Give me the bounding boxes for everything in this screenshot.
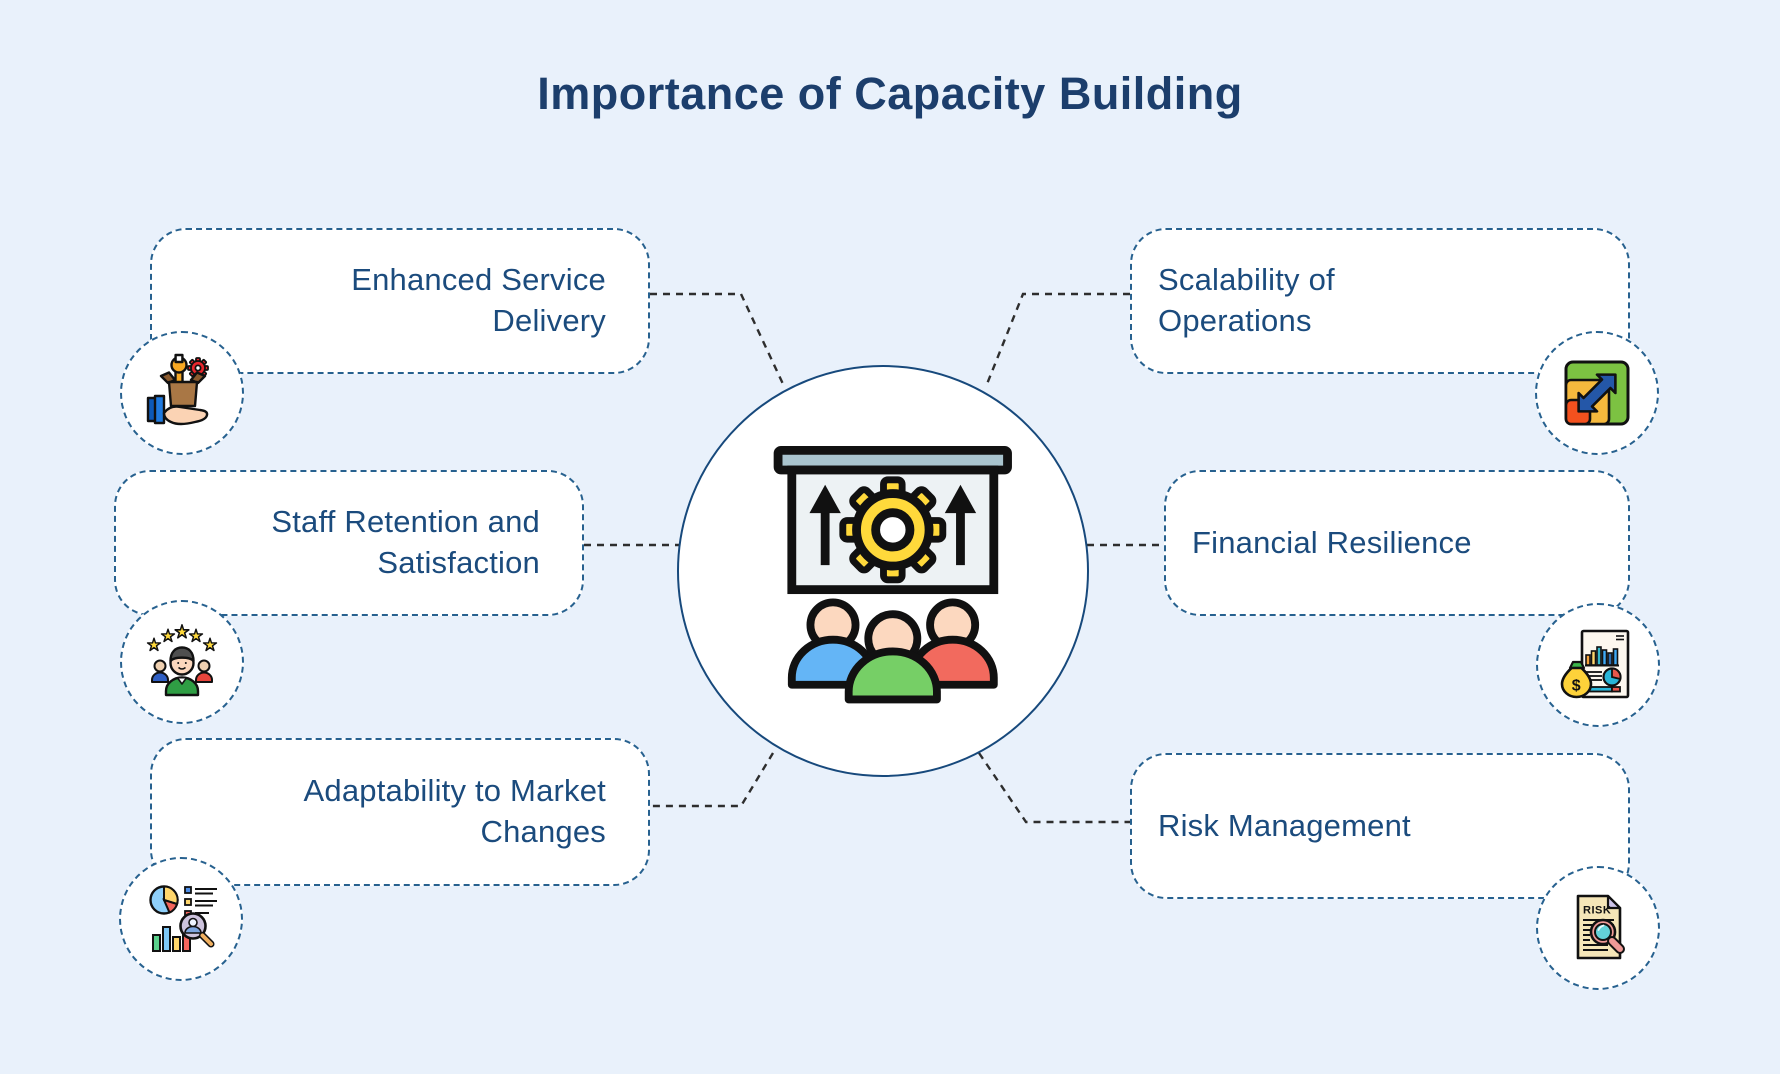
item-label: Staff Retention and Satisfaction	[271, 504, 540, 580]
item-box-risk-management: Risk Management	[1130, 753, 1630, 899]
central-circle	[677, 365, 1089, 777]
money-bag: $	[1560, 660, 1593, 699]
audience-people	[787, 598, 998, 704]
market-analysis-charts-icon	[149, 885, 217, 952]
connector-enhanced-service	[650, 292, 785, 385]
page-title: Importance of Capacity Building	[537, 68, 1243, 119]
icon-badge-scalability-of-operations	[1535, 331, 1659, 455]
team-training-presentation-icon	[773, 445, 1012, 704]
connector-adaptability	[650, 752, 775, 808]
item-label: Scalability of Operations	[1158, 262, 1335, 338]
icon-badge-staff-retention-and-satisfaction	[120, 600, 244, 724]
icon-badge-financial-resilience: $	[1536, 603, 1660, 727]
up-arrow-left-icon	[809, 484, 841, 566]
item-box-adaptability-to-market-changes: Adaptability to Market Changes	[150, 738, 650, 886]
icon-badge-enhanced-service-delivery	[120, 331, 244, 455]
gear-icon	[839, 476, 947, 584]
item-label: Financial Resilience	[1192, 524, 1472, 560]
item-label: Enhanced Service Delivery	[351, 262, 606, 338]
risk-doc-label: RISK	[1583, 905, 1611, 917]
financial-report-money-bag-icon: $	[1560, 629, 1630, 699]
connector-scalability	[985, 292, 1130, 385]
magnifier	[1589, 918, 1625, 954]
employee-rating-stars-icon	[146, 624, 218, 697]
item-label: Adaptability to Market Changes	[303, 773, 606, 849]
magnifier-person	[179, 912, 215, 948]
hand-delivering-toolbox-icon	[146, 353, 209, 426]
dollar-symbol: $	[1572, 678, 1581, 695]
rating-stars	[146, 624, 218, 652]
item-box-scalability-of-operations: Scalability of Operations	[1130, 228, 1630, 374]
item-label: Risk Management	[1158, 807, 1411, 843]
up-arrow-right-icon	[944, 484, 977, 566]
item-box-enhanced-service-delivery: Enhanced Service Delivery	[150, 228, 650, 374]
item-box-staff-retention-and-satisfaction: Staff Retention and Satisfaction	[114, 470, 584, 616]
connector-risk	[978, 752, 1130, 824]
item-box-financial-resilience: Financial Resilience	[1164, 470, 1630, 616]
icon-badge-adaptability-to-market-changes	[119, 857, 243, 981]
icon-badge-risk-management: RISK	[1536, 866, 1660, 990]
risk-document-magnifier-icon: RISK	[1576, 894, 1625, 960]
scaling-squares-arrow-icon	[1564, 360, 1630, 426]
